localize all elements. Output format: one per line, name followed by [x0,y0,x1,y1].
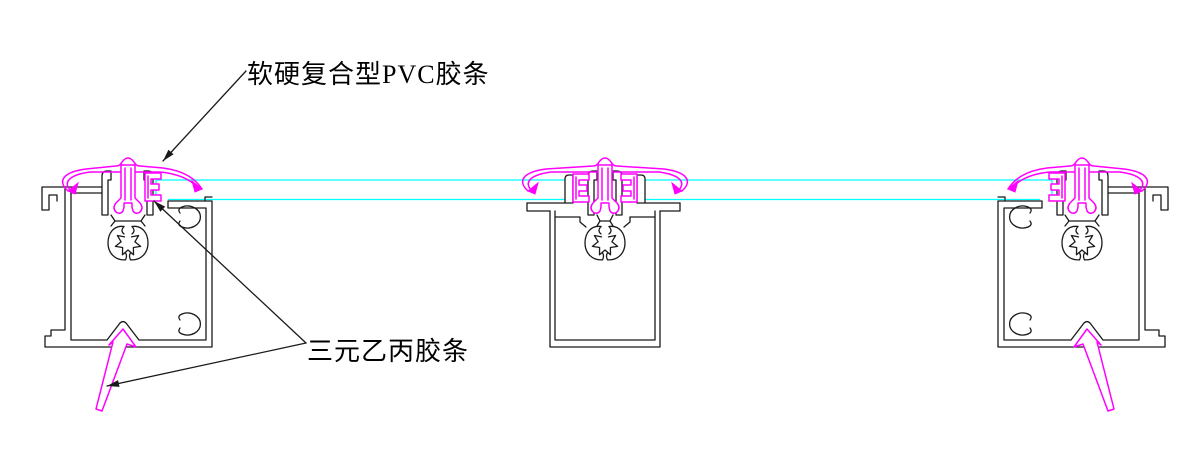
label-pvc-cap-strip: 软硬复合型PVC胶条 [247,60,490,89]
label-epdm-gasket: 三元乙丙胶条 [307,337,470,366]
left-end-profile [42,158,212,411]
glass-panel-left [155,179,578,201]
right-end-profile [998,158,1168,411]
middle-profile [522,157,688,348]
leader-epdm-side-gasket [153,200,307,344]
glass-panel-right [632,179,1053,201]
leader-epdm-wedge-gasket [106,342,307,387]
leader-pvc-cap [162,70,247,162]
